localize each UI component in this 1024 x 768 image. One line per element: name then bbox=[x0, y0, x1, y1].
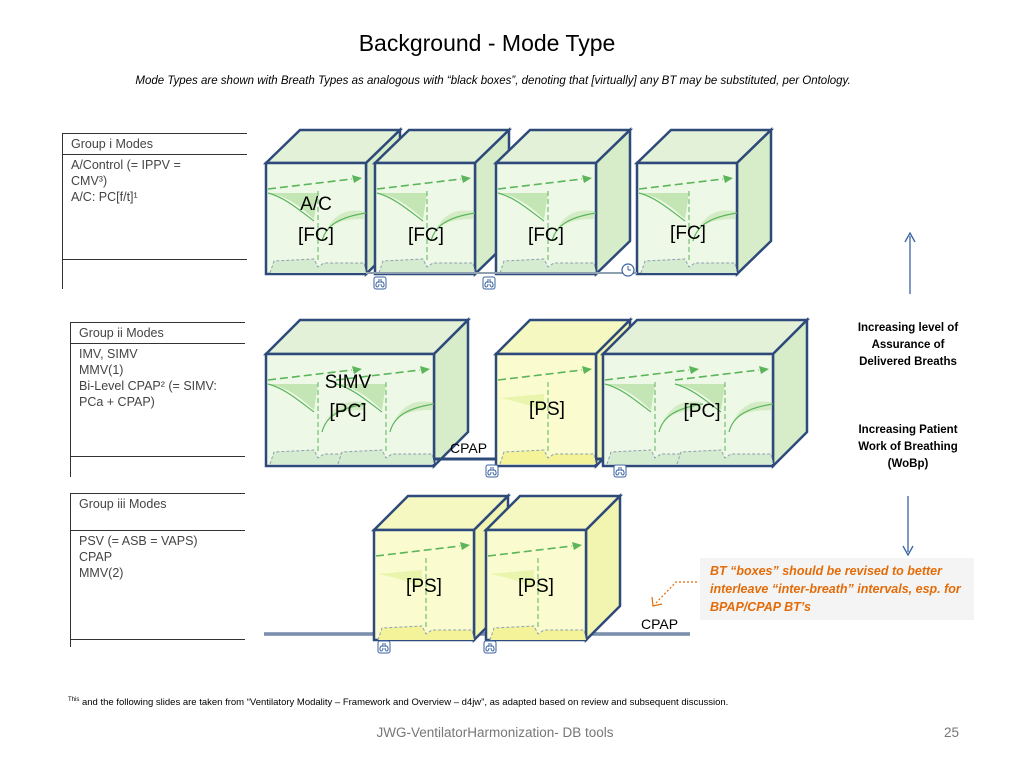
cube-label-ps: [PS] bbox=[529, 399, 565, 420]
lung-icon bbox=[483, 640, 497, 654]
cube-label-fc: [FC] bbox=[670, 223, 706, 244]
cpap-label: CPAP bbox=[641, 616, 679, 632]
footnote-text: and the following slides are taken from … bbox=[79, 697, 729, 709]
wobp-label: Increasing Patient Work of Breathing (Wo… bbox=[858, 424, 958, 470]
lung-icon bbox=[482, 276, 496, 290]
group-iii-table: Group iii Modes PSV (= ASB = VAPS) CPAP … bbox=[70, 493, 245, 647]
group-iii-header: Group iii Modes bbox=[71, 493, 245, 531]
group-ii-line: Bi-Level CPAP² (= SIMV: bbox=[79, 379, 217, 393]
row2-cube bbox=[599, 316, 811, 470]
lung-icon bbox=[485, 464, 499, 478]
group-iii-line: PSV (= ASB = VAPS) bbox=[79, 534, 198, 548]
page-title: Background - Mode Type bbox=[358, 30, 616, 56]
arrow-up-icon bbox=[904, 231, 916, 294]
lung-icon bbox=[377, 640, 391, 654]
footnote-superscript: This bbox=[68, 697, 80, 703]
cube-label-fc: [FC] bbox=[528, 225, 564, 246]
cube-label-pc: [PC] bbox=[329, 401, 367, 422]
cube-label-fc: [FC] bbox=[408, 225, 444, 246]
page-number: 25 bbox=[944, 725, 960, 740]
orange-dashed-arrow-icon bbox=[651, 581, 697, 607]
group-ii-table: Group ii Modes IMV, SIMV MMV(1) Bi-Level… bbox=[70, 322, 245, 477]
cpap-label: CPAP bbox=[450, 440, 488, 456]
group-i-line: A/Control (= IPPV = bbox=[71, 158, 181, 172]
group-ii-line: PCa + CPAP) bbox=[79, 395, 155, 409]
row1-cube bbox=[371, 127, 513, 277]
arrow-down-icon bbox=[902, 496, 914, 557]
group-i-line: A/C: PC[f/t]¹ bbox=[71, 190, 138, 204]
group-ii-line: IMV, SIMV bbox=[79, 347, 138, 361]
group-ii-header: Group ii Modes bbox=[71, 322, 245, 344]
revision-note: BT “boxes” should be revised to better i… bbox=[700, 558, 974, 620]
group-iii-body: PSV (= ASB = VAPS) CPAP MMV(2) bbox=[71, 531, 245, 640]
group-i-header: Group i Modes bbox=[63, 133, 247, 155]
cube-label-ps: [PS] bbox=[518, 576, 554, 597]
group-iii-line: MMV(2) bbox=[79, 566, 124, 580]
footnote: This and the following slides are taken … bbox=[68, 697, 968, 708]
group-iii-line: CPAP bbox=[79, 550, 113, 564]
group-i-line: CMV³) bbox=[71, 174, 108, 188]
row1-cube bbox=[633, 127, 775, 277]
cube-label-ps: [PS] bbox=[406, 576, 442, 597]
lung-icon bbox=[613, 464, 627, 478]
group-i-table: Group i Modes A/Control (= IPPV = CMV³) … bbox=[62, 133, 247, 289]
lung-icon bbox=[373, 276, 387, 290]
cube-label-simv: SIMV bbox=[324, 372, 372, 393]
timer-icon bbox=[621, 263, 635, 277]
row2-cube bbox=[262, 316, 472, 470]
cube-label-fc: [FC] bbox=[298, 225, 334, 246]
footer-title: JWG-VentilatorHarmonization- DB tools bbox=[376, 725, 614, 740]
cube-label-pc: [PC] bbox=[683, 401, 721, 422]
cube-label-ac: A/C bbox=[300, 194, 332, 215]
group-ii-body: IMV, SIMV MMV(1) Bi-Level CPAP² (= SIMV:… bbox=[71, 344, 245, 457]
row1-cube bbox=[492, 127, 634, 277]
page-subtitle: Mode Types are shown with Breath Types a… bbox=[135, 75, 851, 87]
group-i-body: A/Control (= IPPV = CMV³) A/C: PC[f/t]¹ bbox=[63, 155, 247, 260]
group-ii-line: MMV(1) bbox=[79, 363, 124, 377]
assurance-label: Increasing level of Assurance of Deliver… bbox=[857, 322, 959, 368]
row3-cube-yellow bbox=[482, 492, 624, 644]
